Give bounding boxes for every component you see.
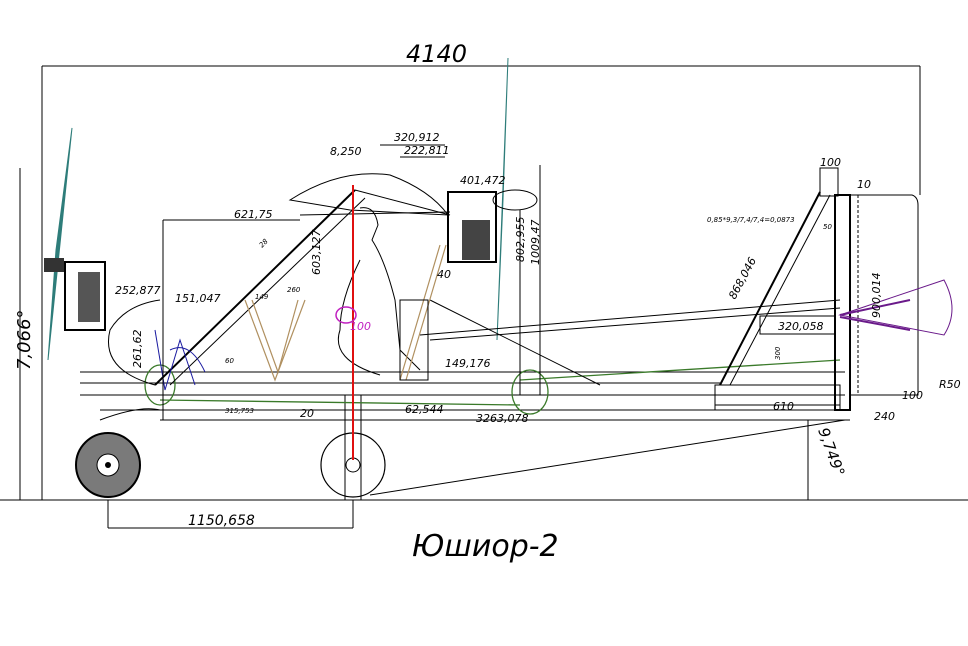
seat-frames: [154, 244, 447, 391]
dim-315-753: 315,753: [225, 407, 254, 415]
dim-100-top: 100: [820, 156, 841, 169]
dim-868-046: 868,046: [726, 255, 759, 301]
dim-222-811: 222,811: [404, 144, 450, 157]
dim-900-014: 900,014: [870, 273, 883, 319]
dim-1150-658: 1150,658: [188, 513, 255, 529]
cg-marker: [335, 306, 357, 324]
dim-260: 260: [287, 286, 301, 294]
dim-610: 610: [773, 400, 794, 413]
dim-149: 149: [255, 293, 269, 301]
dim-621-75: 621,75: [234, 208, 273, 221]
main-wheel: [320, 395, 386, 500]
dim-240: 240: [874, 410, 895, 423]
dim-40: 40: [437, 268, 451, 281]
front-angle-label: 7,066°: [14, 309, 35, 370]
dim-802-955: 802,955: [514, 217, 527, 263]
dim-60: 60: [225, 357, 234, 365]
dim-261-62: 261,62: [131, 330, 144, 369]
dim-50: 50: [823, 223, 832, 231]
overall-dimension: [19, 65, 921, 500]
dim-151-047: 151,047: [175, 292, 221, 305]
front-engine: [44, 258, 106, 331]
dimension-lines: [107, 144, 840, 529]
wing-strut: [154, 189, 451, 386]
nose-fairing: [108, 299, 161, 386]
dim-62-544: 62,544: [405, 403, 444, 416]
rear-engine: [447, 189, 538, 263]
dim-3263-078: 3263,078: [476, 412, 529, 425]
dim-8-250: 8,250: [330, 145, 362, 158]
dim-401-472: 401,472: [460, 174, 506, 187]
dim-320-058: 320,058: [778, 320, 824, 333]
canopy: [288, 173, 450, 216]
front-wheel: [75, 432, 141, 498]
dim-149-176: 149,176: [445, 357, 491, 370]
dim-100-bottom: 100: [902, 389, 923, 402]
dim-252-877: 252,877: [115, 284, 161, 297]
dim-603-127: 603,127: [310, 230, 323, 276]
rear-propeller: [496, 57, 509, 341]
dim-100-seat: 100: [350, 320, 371, 333]
dim-1009-47: 1009,47: [529, 220, 542, 266]
tail-assembly: [714, 167, 953, 411]
fuselage-frame: [80, 299, 850, 496]
tail-angle-label: 9,749°: [814, 425, 848, 479]
front-propeller: [47, 127, 73, 361]
dim-300: 300: [774, 346, 782, 360]
pilot-outline: [338, 207, 421, 376]
dim-20: 20: [300, 407, 314, 420]
drawing-title: Юшиор-2: [412, 529, 559, 564]
radius-r50: R50: [939, 378, 961, 391]
dim-10: 10: [857, 178, 871, 191]
dim-28: 28: [258, 237, 270, 249]
dim-320-912: 320,912: [394, 131, 440, 144]
formula-label: 0,85*9,3/7,4/7,4=0,0873: [707, 216, 795, 224]
overall-length-label: 4140: [406, 40, 467, 68]
tail-light-arc: [838, 279, 953, 336]
